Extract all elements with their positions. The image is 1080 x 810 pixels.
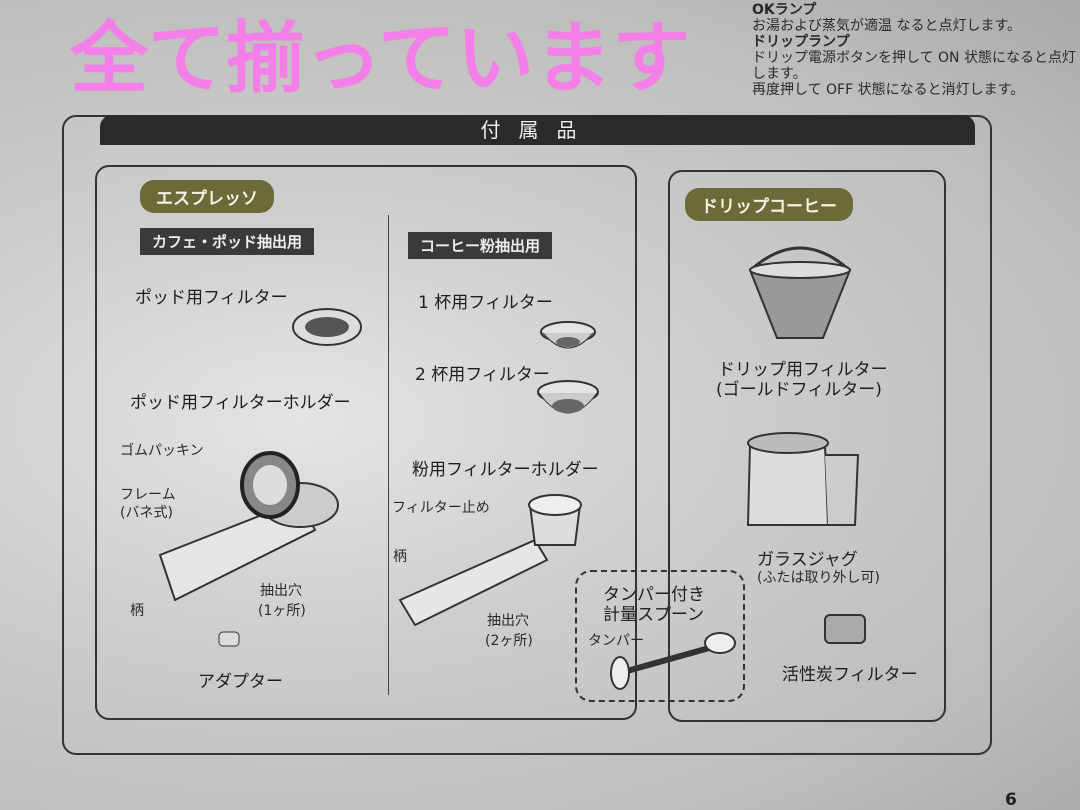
section-title: 付属品 [100,115,975,145]
one-cup-filter-image [540,321,596,349]
ok-lamp-heading: OKランプ [752,2,817,18]
text: お湯および蒸気が適温 [752,18,892,34]
tamper-label: タンパー [588,633,644,649]
adapter-label: アダプター [198,672,283,692]
page-number: 6 [1005,790,1017,810]
carbon-filter-label: 活性炭フィルター [782,665,918,685]
drip-filter-note: (ゴールドフィルター) [716,380,882,400]
text: 再度押して OFF 状態になると消灯します。 [752,82,1025,98]
drip-filter-label: ドリップ用フィルター [718,360,888,380]
spoon-title: 計量スプーン [603,605,705,625]
drip-lamp-heading: ドリップランプ [752,34,850,50]
gold-filter-image [748,246,852,339]
text: なると点灯します。 [896,18,1022,34]
pod-holder-label: ポッド用フィルターホルダー [130,393,351,413]
one-cup-filter-label: 1 杯用フィルター [418,293,553,313]
drip-title: ドリップコーヒー [685,188,853,221]
outlet-note: (1ヶ所) [258,603,306,619]
outlet-label: 抽出穴 [260,583,302,599]
pod-header: カフェ・ポッド抽出用 [140,228,315,255]
spoon-title: タンパー付き [603,585,705,605]
divider [388,215,389,695]
jug-label: ガラスジャグ [757,550,858,570]
pod-filter-image [292,308,362,346]
drip-box [668,170,946,722]
pod-holder-image [158,451,339,602]
outlet-label: 抽出穴 [487,613,529,629]
espresso-title: エスプレッソ [140,180,274,213]
glass-jug-image [746,432,860,526]
ground-header: コーヒー粉抽出用 [408,232,553,259]
pod-filter-label: ポッド用フィルター [135,288,288,308]
spoon-box [575,570,745,702]
two-cup-filter-label: 2 杯用フィルター [415,365,550,385]
tamper-spoon-image [610,632,736,690]
frame-note: (バネ式) [120,505,173,521]
gasket-label: ゴムパッキン [120,443,204,459]
carbon-filter-image [824,614,866,644]
frame-label: フレーム [120,487,176,503]
outlet-note: (2ヶ所) [485,633,533,649]
top-notes: OKランプ お湯および蒸気が適温 なると点灯します。 ドリップランプ ドリップ電… [752,2,1077,98]
handle-label: 柄 [393,549,407,565]
jug-note: (ふたは取り外し可) [757,570,880,586]
espresso-box [95,165,637,720]
ground-holder-label: 粉用フィルターホルダー [412,460,599,480]
stopper-label: フィルター止め [392,500,490,516]
ground-holder-image [398,494,582,627]
text: ドリップ電源ボタンを押して ON 状態になると点灯します。 [752,50,1076,82]
overlay-caption: 全て揃っています [70,14,691,104]
two-cup-filter-image [537,380,599,414]
handle-label: 柄 [130,603,144,619]
adapter-image [218,631,240,647]
